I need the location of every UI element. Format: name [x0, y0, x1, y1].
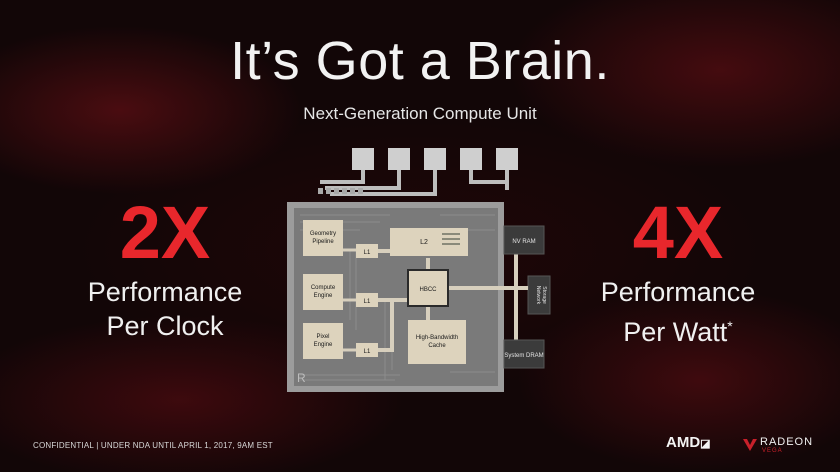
- left-stat-line2: Per Clock: [106, 311, 224, 341]
- l1-label-3: L1: [364, 349, 371, 355]
- hbcc-block: HBCC: [407, 269, 449, 307]
- l2-block: L2: [390, 228, 468, 256]
- hbc-label-1: High-Bandwidth: [416, 335, 458, 341]
- hbc-label-2: Cache: [428, 343, 446, 349]
- l1-block-2: L1: [356, 293, 378, 307]
- radeon-logo: RADEON VEGA: [742, 436, 822, 458]
- high-bandwidth-cache-block: High-Bandwidth Cache: [408, 320, 466, 364]
- l2-label: L2: [420, 239, 428, 246]
- pin-dots: [318, 188, 363, 194]
- amd-logo: AMD◪: [666, 434, 711, 451]
- network-storage-label-2: Storage: [541, 286, 547, 304]
- nv-ram-block: NV RAM: [503, 225, 545, 255]
- hbcc-label: HBCC: [419, 287, 437, 293]
- pixel-engine-label-2: Engine: [314, 342, 333, 348]
- geometry-pipeline-label-2: Pipeline: [312, 239, 334, 245]
- compute-engine-block: Compute Engine: [303, 274, 343, 310]
- top-pins: [352, 148, 518, 170]
- radeon-logo-text: RADEON: [760, 436, 814, 448]
- network-storage-label-1: Network: [535, 286, 541, 305]
- compute-engine-label-2: Engine: [314, 293, 333, 299]
- compute-engine-label-1: Compute: [311, 285, 336, 291]
- pixel-engine-block: Pixel Engine: [303, 323, 343, 359]
- left-stat-line1: Performance: [87, 277, 243, 307]
- left-stat-value: 2X: [119, 191, 211, 274]
- radeon-mark-icon: [743, 439, 757, 451]
- slide-subtitle: Next-Generation Compute Unit: [303, 104, 537, 123]
- right-stat-value: 4X: [632, 191, 724, 274]
- right-stat-line2-text: Per Watt: [623, 317, 728, 347]
- system-dram-block: System DRAM: [503, 339, 545, 369]
- pin-leads: [320, 170, 509, 196]
- engine-links: [343, 248, 358, 352]
- network-storage-block: Network Storage: [527, 275, 551, 315]
- right-stat-line2: Per Watt*: [548, 310, 808, 348]
- radeon-logo-subtext: VEGA: [762, 448, 783, 454]
- system-dram-label: System DRAM: [504, 353, 543, 359]
- geometry-pipeline-label-1: Geometry: [310, 231, 336, 237]
- l1-label-1: L1: [364, 250, 371, 256]
- footnote-marker: *: [727, 318, 733, 334]
- l1-block-1: L1: [356, 244, 378, 258]
- l1-block-3: L1: [356, 343, 378, 357]
- right-stat-line1: Performance: [600, 277, 756, 307]
- geometry-pipeline-block: Geometry Pipeline: [303, 220, 343, 256]
- nv-ram-label: NV RAM: [512, 239, 535, 245]
- corner-mark: R: [297, 371, 306, 385]
- slide-title: It’s Got a Brain.: [230, 31, 610, 91]
- amd-logo-text: AMD: [666, 434, 701, 451]
- confidential-footer: CONFIDENTIAL | UNDER NDA UNTIL APRIL 1, …: [33, 441, 273, 450]
- amd-arrow-icon: ◪: [700, 438, 711, 450]
- l1-label-2: L1: [364, 299, 371, 305]
- pixel-engine-label-1: Pixel: [316, 334, 329, 340]
- internal-bus: [378, 240, 518, 352]
